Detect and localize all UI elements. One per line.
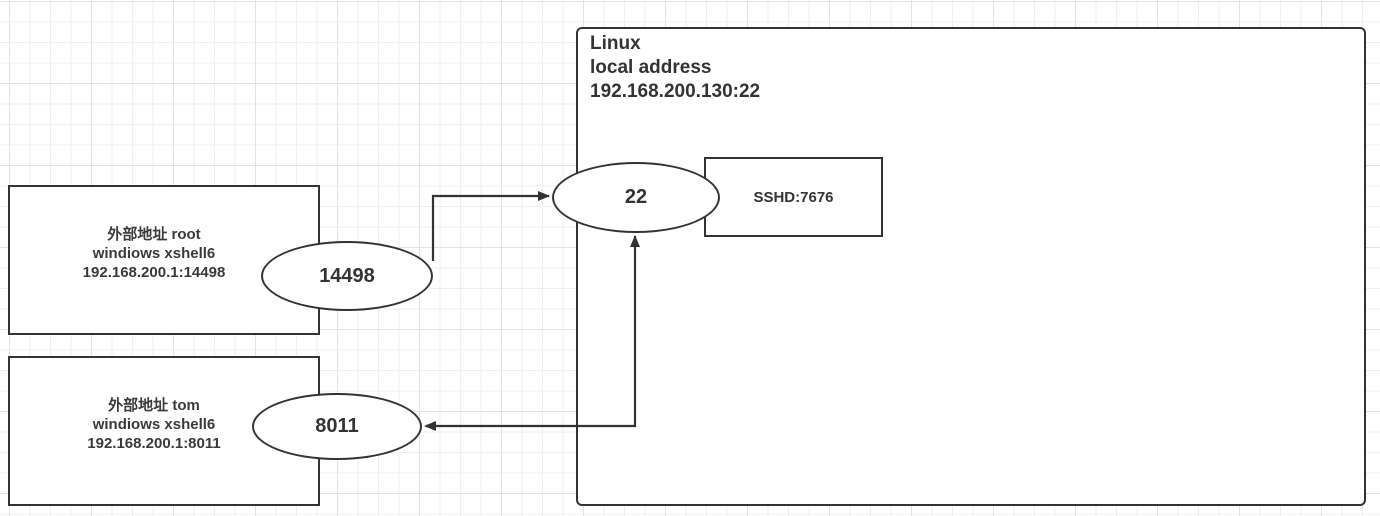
client-box-root[interactable]: 外部地址 root windiows xshell6 192.168.200.1… [8,185,320,335]
host-address: 192.168.200.130:22 [590,81,761,102]
port-22-label: 22 [624,186,648,208]
client-root-line3: 192.168.200.1:14498 [82,263,226,281]
connector-14498-to-22[interactable] [431,191,550,261]
port-8011-label: 8011 [315,415,359,437]
client-tom-line2: windiows xshell6 [92,415,216,433]
connector-8011-to-22[interactable] [426,235,640,428]
port-ellipse-8011[interactable]: 8011 [252,393,422,460]
linux-host-container[interactable]: Linux local address 192.168.200.130:22 [576,27,1366,506]
port-ellipse-22[interactable]: 22 [552,162,720,233]
host-subtitle: local address [590,57,712,78]
arrowhead-to-8011-icon [424,421,436,431]
port-14498-label: 14498 [319,264,375,287]
client-root-line2: windiows xshell6 [92,244,216,262]
sshd-label: SSHD:7676 [753,188,834,206]
client-tom-line3: 192.168.200.1:8011 [87,434,221,452]
client-tom-line1: 外部地址 tom [108,396,200,414]
host-title: Linux [590,33,641,54]
client-root-line1: 外部地址 root [107,225,201,243]
port-ellipse-14498[interactable]: 14498 [261,241,433,311]
linux-host-label: Linux local address 192.168.200.130:22 [590,32,760,104]
